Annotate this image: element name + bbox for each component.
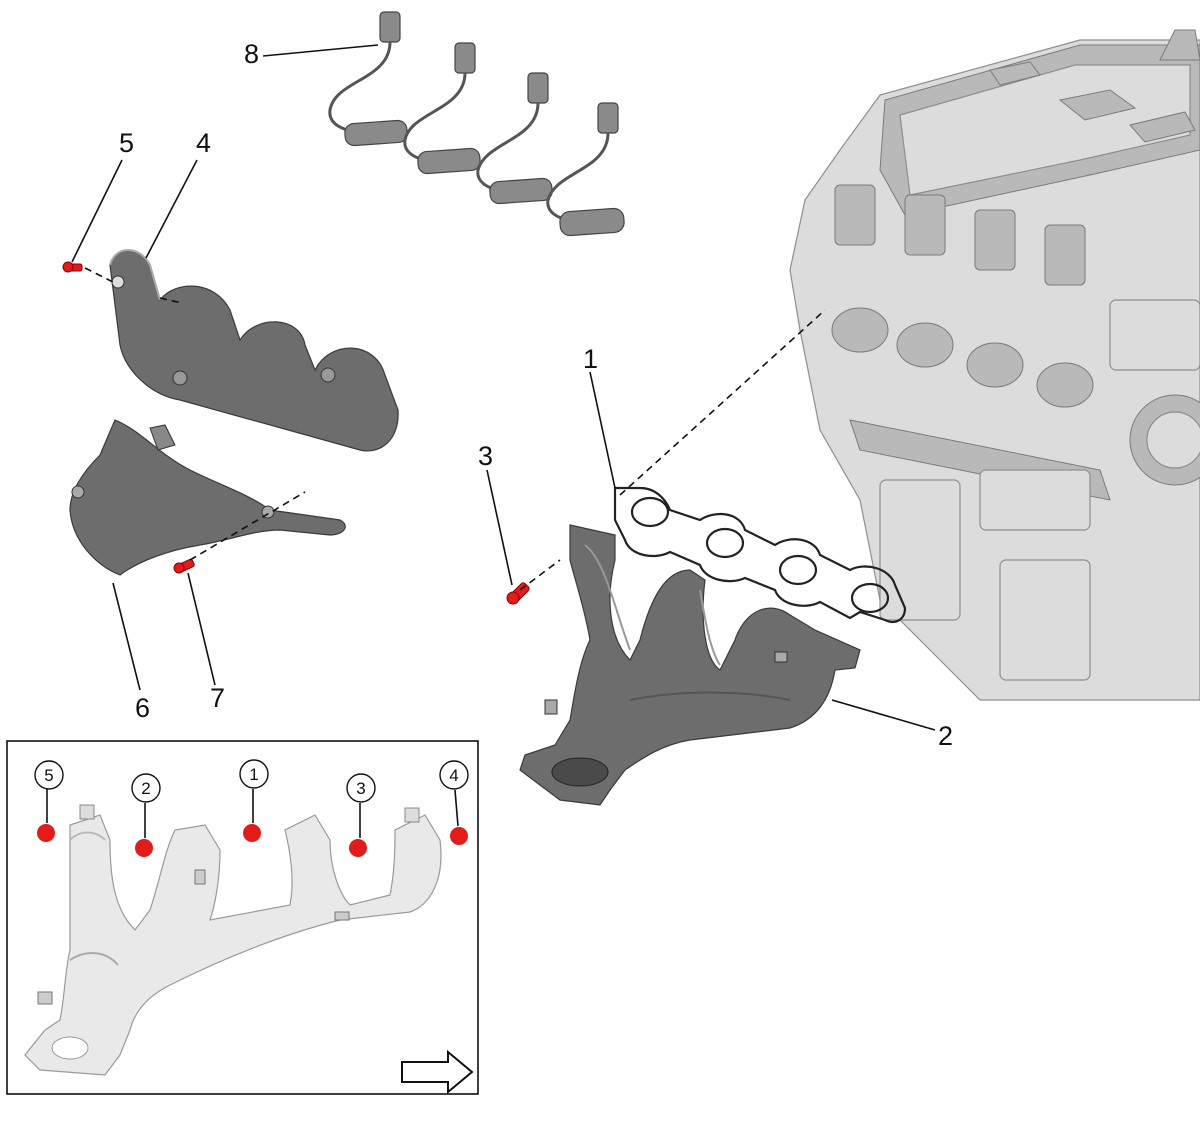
sequence-label-1: 1	[239, 759, 269, 789]
svg-text:3: 3	[356, 779, 365, 798]
callout-6: 6	[135, 693, 150, 723]
sequence-dot-1	[243, 824, 261, 842]
callout-7: 7	[210, 683, 225, 713]
inset-manifold	[24, 804, 442, 1076]
callout-3: 3	[478, 441, 493, 471]
alignment-lines	[84, 267, 826, 591]
lower-heat-shield	[69, 419, 346, 576]
callout-8: 8	[244, 39, 259, 69]
manifold-bolt	[506, 582, 530, 605]
upper-heat-shield-bolt	[62, 261, 83, 273]
callout-4: 4	[196, 128, 211, 158]
sequence-label-3: 3	[346, 773, 376, 803]
spark-plug-wire-1	[328, 11, 408, 147]
exhaust-manifold-gasket	[613, 486, 907, 624]
sequence-dot-2	[135, 839, 153, 857]
sequence-label-2: 2	[131, 773, 161, 803]
svg-text:4: 4	[449, 766, 458, 785]
spark-plug-wire-set	[328, 11, 625, 237]
sequence-label-4: 4	[439, 760, 469, 790]
svg-text:1: 1	[249, 765, 258, 784]
engine-block	[789, 29, 1200, 701]
sequence-dot-5	[37, 824, 55, 842]
spark-plug-wire-3	[476, 72, 553, 205]
spark-plug-wire-2	[403, 42, 481, 175]
upper-heat-shield	[109, 249, 399, 452]
leader-lines	[71, 44, 936, 731]
spark-plug-wire-4	[546, 102, 625, 237]
sequence-dot-4	[450, 827, 468, 845]
exhaust-manifold	[519, 524, 861, 806]
callout-5: 5	[119, 128, 134, 158]
svg-text:2: 2	[141, 779, 150, 798]
callout-2: 2	[938, 721, 953, 751]
direction-arrow-right-icon	[401, 1049, 474, 1095]
sequence-dot-3	[349, 839, 367, 857]
lower-heat-shield-bolt	[173, 558, 195, 574]
svg-text:5: 5	[44, 766, 53, 785]
sequence-label-5: 5	[34, 760, 64, 790]
callout-labels: 1 2 3 4 5 6 7 8	[119, 39, 953, 751]
callout-1: 1	[583, 344, 598, 374]
tightening-sequence-inset: 5 2 1 3 4	[6, 740, 479, 1095]
